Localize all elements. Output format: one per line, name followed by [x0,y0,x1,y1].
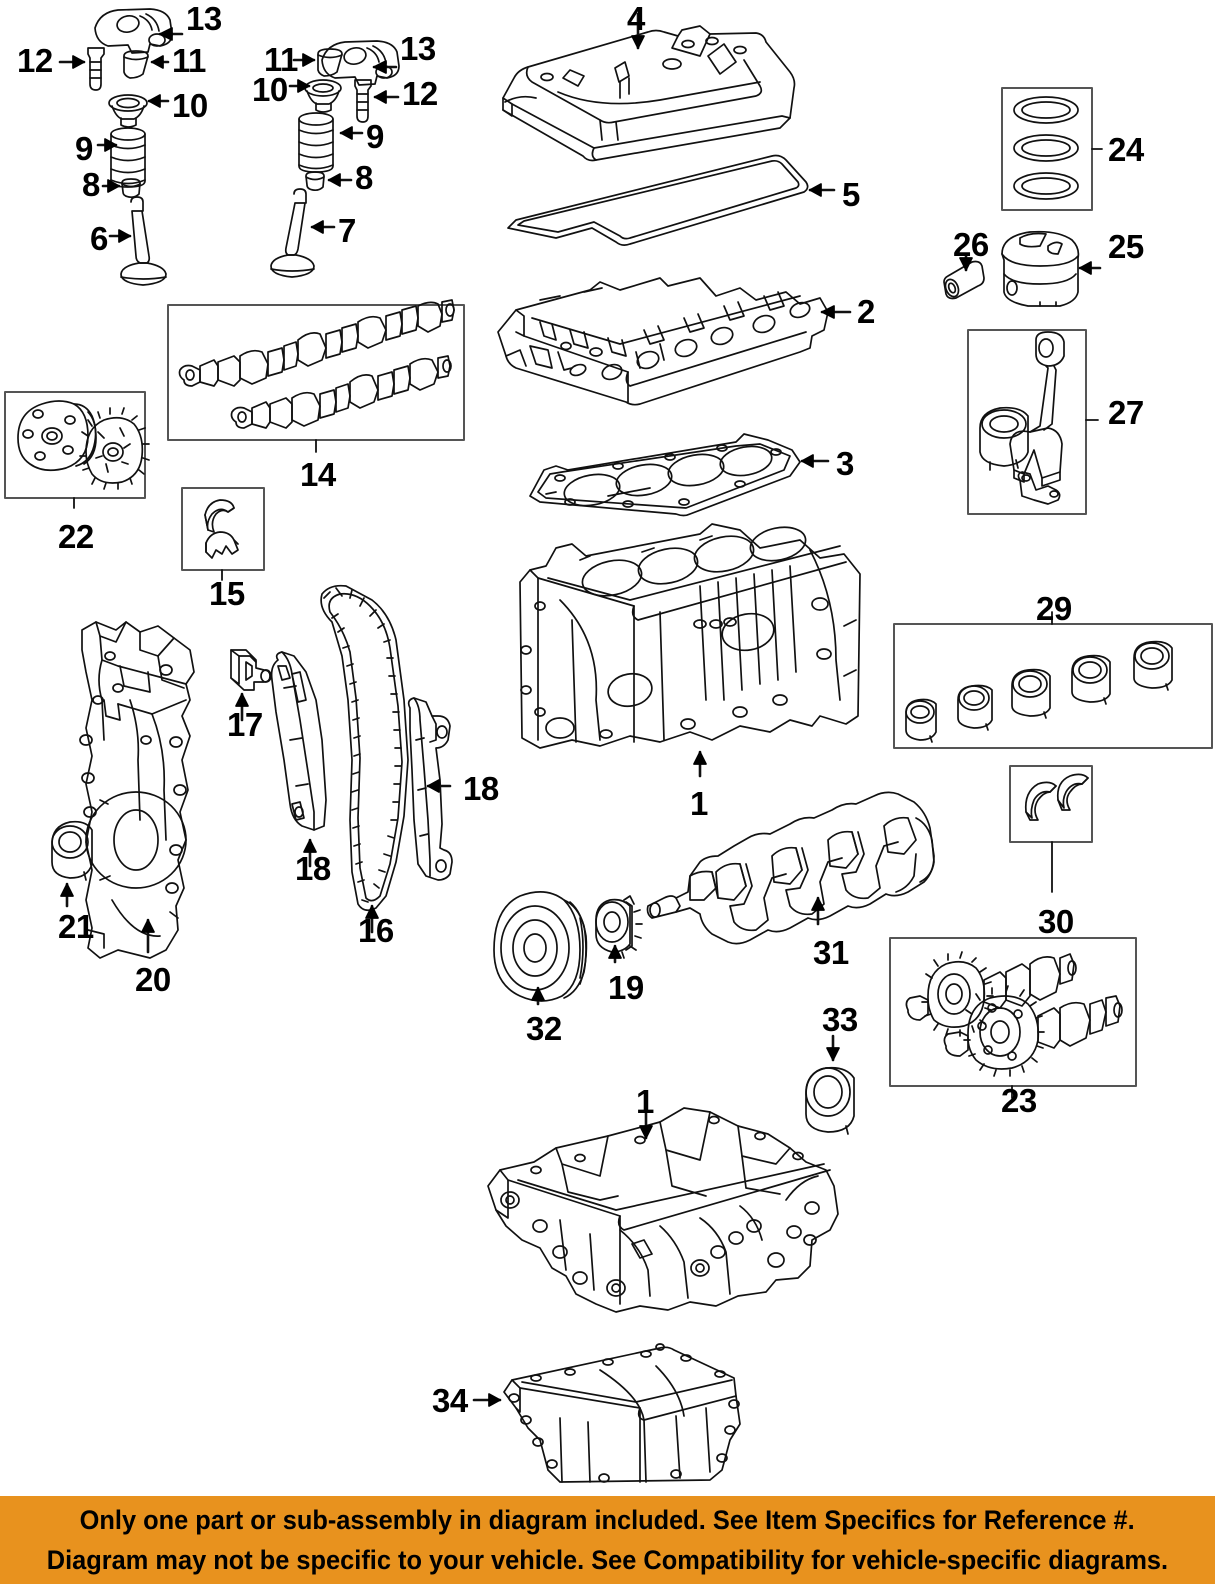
thrust-washer-box [1009,765,1093,843]
callout-1-engine-block: 1 [690,785,708,822]
callout-16-timing-chain: 16 [358,912,394,949]
intake-valve-shape [120,196,167,286]
callout-21-front-crankshaft-seal: 21 [58,908,94,945]
callout-13-rocker-arm-intake: 13 [186,0,222,37]
callout-9-valve-spring-intake: 9 [75,130,93,167]
callout-9-valve-spring-exhaust: 9 [366,118,384,155]
callout-27-connecting-rod: 27 [1108,394,1144,431]
callout-22-camshaft-gear-kit: 22 [58,518,94,555]
callout-10-spring-seat-intake: 10 [172,87,208,124]
timing-chain-guide-right-shape [407,697,453,881]
connecting-rod-box [967,329,1087,515]
callout-11-retainer-intake: 11 [172,42,206,79]
callout-7-exhaust-valve: 7 [338,212,356,249]
callout-31-crankshaft: 31 [813,934,849,971]
chain-tensioner-shape [230,649,272,691]
crankshaft-shape [646,791,935,945]
oil-pan-upper-shape [487,1107,839,1351]
valve-lash-adjuster-exhaust-shape [354,79,372,123]
camshaft-set-box [167,299,465,441]
valve-spring-exhaust-shape [298,112,334,173]
callout-3-head-gasket: 3 [836,445,854,482]
disclaimer-banner: Only one part or sub-assembly in diagram… [0,1496,1215,1584]
valve-spring-retainer-exhaust-shape [317,48,343,77]
main-bearing-box [893,623,1213,749]
callout-14-camshaft-set: 14 [300,456,336,493]
cylinder-head-shape [497,277,829,406]
camshaft-gear-box [4,391,150,499]
callout-17-chain-tensioner: 17 [227,706,263,743]
disclaimer-line-2: Diagram may not be specific to your vehi… [46,1545,1169,1575]
disclaimer-line-1: Only one part or sub-assembly in diagram… [79,1505,1136,1535]
valve-spring-seat-intake-shape [108,94,148,128]
camshaft-sprocket-box [889,937,1137,1087]
camshaft-bearing-box [181,487,265,571]
callout-8-keeper-intake: 8 [82,166,100,203]
rocker-arm-intake-shape [94,8,173,54]
callout-18-chain-guide-left: 18 [295,850,331,887]
piston-shape [1001,230,1080,307]
rear-crankshaft-seal-shape [805,1066,855,1135]
callout-23-camshaft-sprocket-assembly: 23 [1001,1082,1037,1119]
callout-1-oil-pan-upper: 1 [636,1083,654,1120]
crankshaft-pulley-shape [493,891,588,1002]
callout-26-piston-pin: 26 [953,226,989,263]
exhaust-valve-shape [270,188,315,278]
callout-19-crankshaft-sprocket: 19 [608,969,644,1006]
timing-chain-guide-left-shape [270,651,327,831]
cylinder-head-gasket-shape [529,433,801,517]
valve-keeper-exhaust-shape [305,171,325,192]
callout-32-crankshaft-pulley: 32 [526,1010,562,1047]
valve-cover-gasket-shape [507,154,809,246]
oil-pan-lower-shape [503,1346,741,1483]
valve-lash-adjuster-intake-shape [87,47,105,91]
callout-29-main-bearing-set: 29 [1036,590,1072,627]
front-crankshaft-seal-shape [51,820,93,881]
callout-10-stem-seal-exhaust: 10 [252,71,288,108]
piston-pin-shape [943,260,985,300]
callout-13-rocker-arm-exhaust: 13 [400,30,436,67]
callout-20-timing-chain-cover: 20 [135,961,171,998]
callout-2-cylinder-head: 2 [857,293,875,330]
callout-33-rear-crankshaft-seal: 33 [822,1001,858,1038]
timing-chain-shape [320,584,409,912]
callout-24-piston-ring-set: 24 [1108,131,1144,168]
callout-6-intake-valve: 6 [90,220,108,257]
rocker-arm-exhaust-shape [321,40,400,86]
callout-5-valve-cover-gasket: 5 [842,176,860,213]
piston-ring-box [1001,87,1093,211]
callout-12-lash-adjuster-exhaust: 12 [402,75,438,112]
callout-15-camshaft-bearing-set: 15 [209,575,245,612]
valve-cover-shape [502,25,796,162]
callout-25-piston: 25 [1108,228,1144,265]
engine-block-shape [519,523,861,749]
valve-keeper-intake-shape [121,178,141,199]
callout-4-valve-cover: 4 [627,0,645,37]
callout-30-thrust-washer-set: 30 [1038,903,1074,940]
callout-34-oil-pan-lower: 34 [432,1382,468,1419]
valve-spring-retainer-intake-shape [123,50,149,79]
valve-spring-intake-shape [110,127,146,188]
callout-8-keeper-exhaust: 8 [355,159,373,196]
callout-12-lash-adjuster-intake: 12 [17,42,53,79]
callout-11-retainer-exhaust: 11 [264,41,298,78]
timing-chain-cover-shape [79,621,195,959]
crankshaft-sprocket-shape [595,895,643,959]
callout-18-chain-guide-right: 18 [463,770,499,807]
valve-stem-seal-exhaust-shape [304,79,342,113]
